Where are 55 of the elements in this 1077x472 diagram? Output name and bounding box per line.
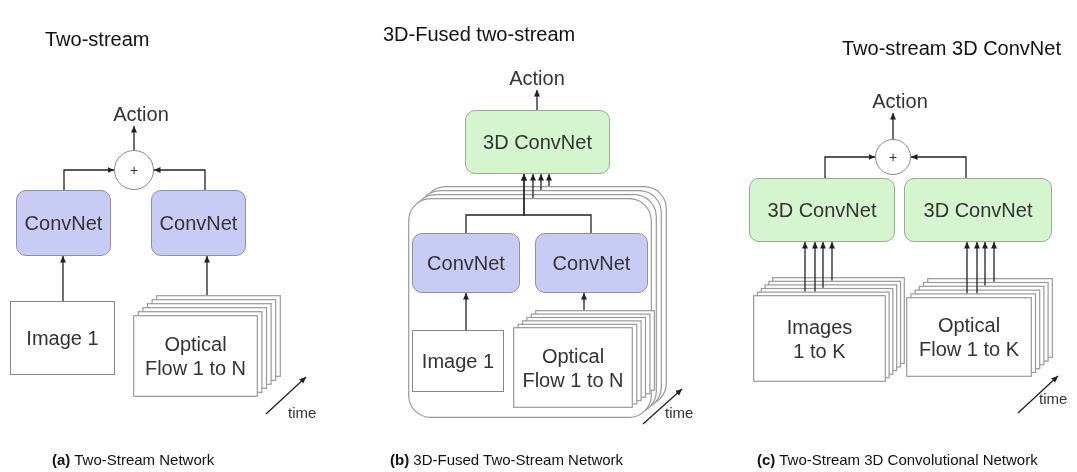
arrow	[829, 241, 835, 282]
arrow	[538, 173, 544, 191]
panel-title: 3D-Fused two-stream	[383, 23, 576, 46]
network-box: 3D ConvNet	[465, 110, 610, 174]
network-box: 3D ConvNet	[749, 178, 895, 242]
frame-stack	[906, 278, 1053, 377]
arrow	[546, 173, 552, 187]
arrow	[982, 241, 988, 287]
axis-label: time	[665, 404, 694, 421]
panel-title: Two-stream 3D ConvNet	[842, 37, 1061, 60]
frame-stack	[133, 295, 281, 397]
frame-stack	[753, 277, 905, 382]
axis-label: time	[1039, 390, 1068, 407]
arrow	[534, 89, 540, 111]
figure-caption: (a) Two-Stream Network	[52, 451, 215, 468]
stack-label: Images 1 to K	[785, 314, 854, 364]
network-box: ConvNet	[16, 190, 111, 256]
figure-caption: (b) 3D-Fused Two-Stream Network	[390, 451, 624, 468]
network-box: ConvNet	[412, 233, 520, 293]
axis-label: time	[288, 404, 317, 421]
stack-label: Optical Flow 1 to N	[143, 332, 248, 381]
output-label: Action	[108, 101, 174, 126]
arrow	[802, 241, 808, 293]
arrow	[153, 167, 206, 191]
arrow	[521, 173, 592, 234]
output-label: Action	[866, 88, 934, 113]
arrow	[204, 255, 210, 296]
arrow	[131, 125, 137, 151]
figure-caption: (c) Two-Stream 3D Convolutional Network	[757, 451, 1038, 468]
arrow	[63, 167, 115, 191]
frame-stack	[513, 310, 655, 408]
output-label: Action	[503, 65, 571, 90]
arrow	[974, 241, 980, 294]
input-frame: Image 1	[10, 301, 115, 375]
network-box: ConvNet	[535, 233, 648, 293]
arrow	[60, 255, 66, 302]
arrow	[812, 241, 818, 293]
arrow	[910, 154, 967, 179]
arrow	[890, 112, 896, 140]
input-frame: Image 1	[412, 330, 504, 392]
arrow	[820, 241, 826, 289]
panel-title: Two-stream	[45, 28, 150, 51]
stack-label: Optical Flow 1 to K	[917, 313, 1020, 362]
arrow	[991, 241, 997, 283]
sum-circle: +	[875, 139, 911, 175]
arrow	[463, 292, 469, 331]
stack-label: Optical Flow 1 to N	[521, 343, 625, 393]
network-box: 3D ConvNet	[904, 178, 1052, 242]
arrow	[530, 173, 536, 199]
arrow	[824, 154, 876, 179]
network-box: ConvNet	[151, 190, 246, 256]
arrow	[964, 241, 970, 294]
stacked-panel	[408, 186, 667, 418]
arrow	[581, 292, 587, 311]
sum-circle: +	[114, 150, 154, 190]
